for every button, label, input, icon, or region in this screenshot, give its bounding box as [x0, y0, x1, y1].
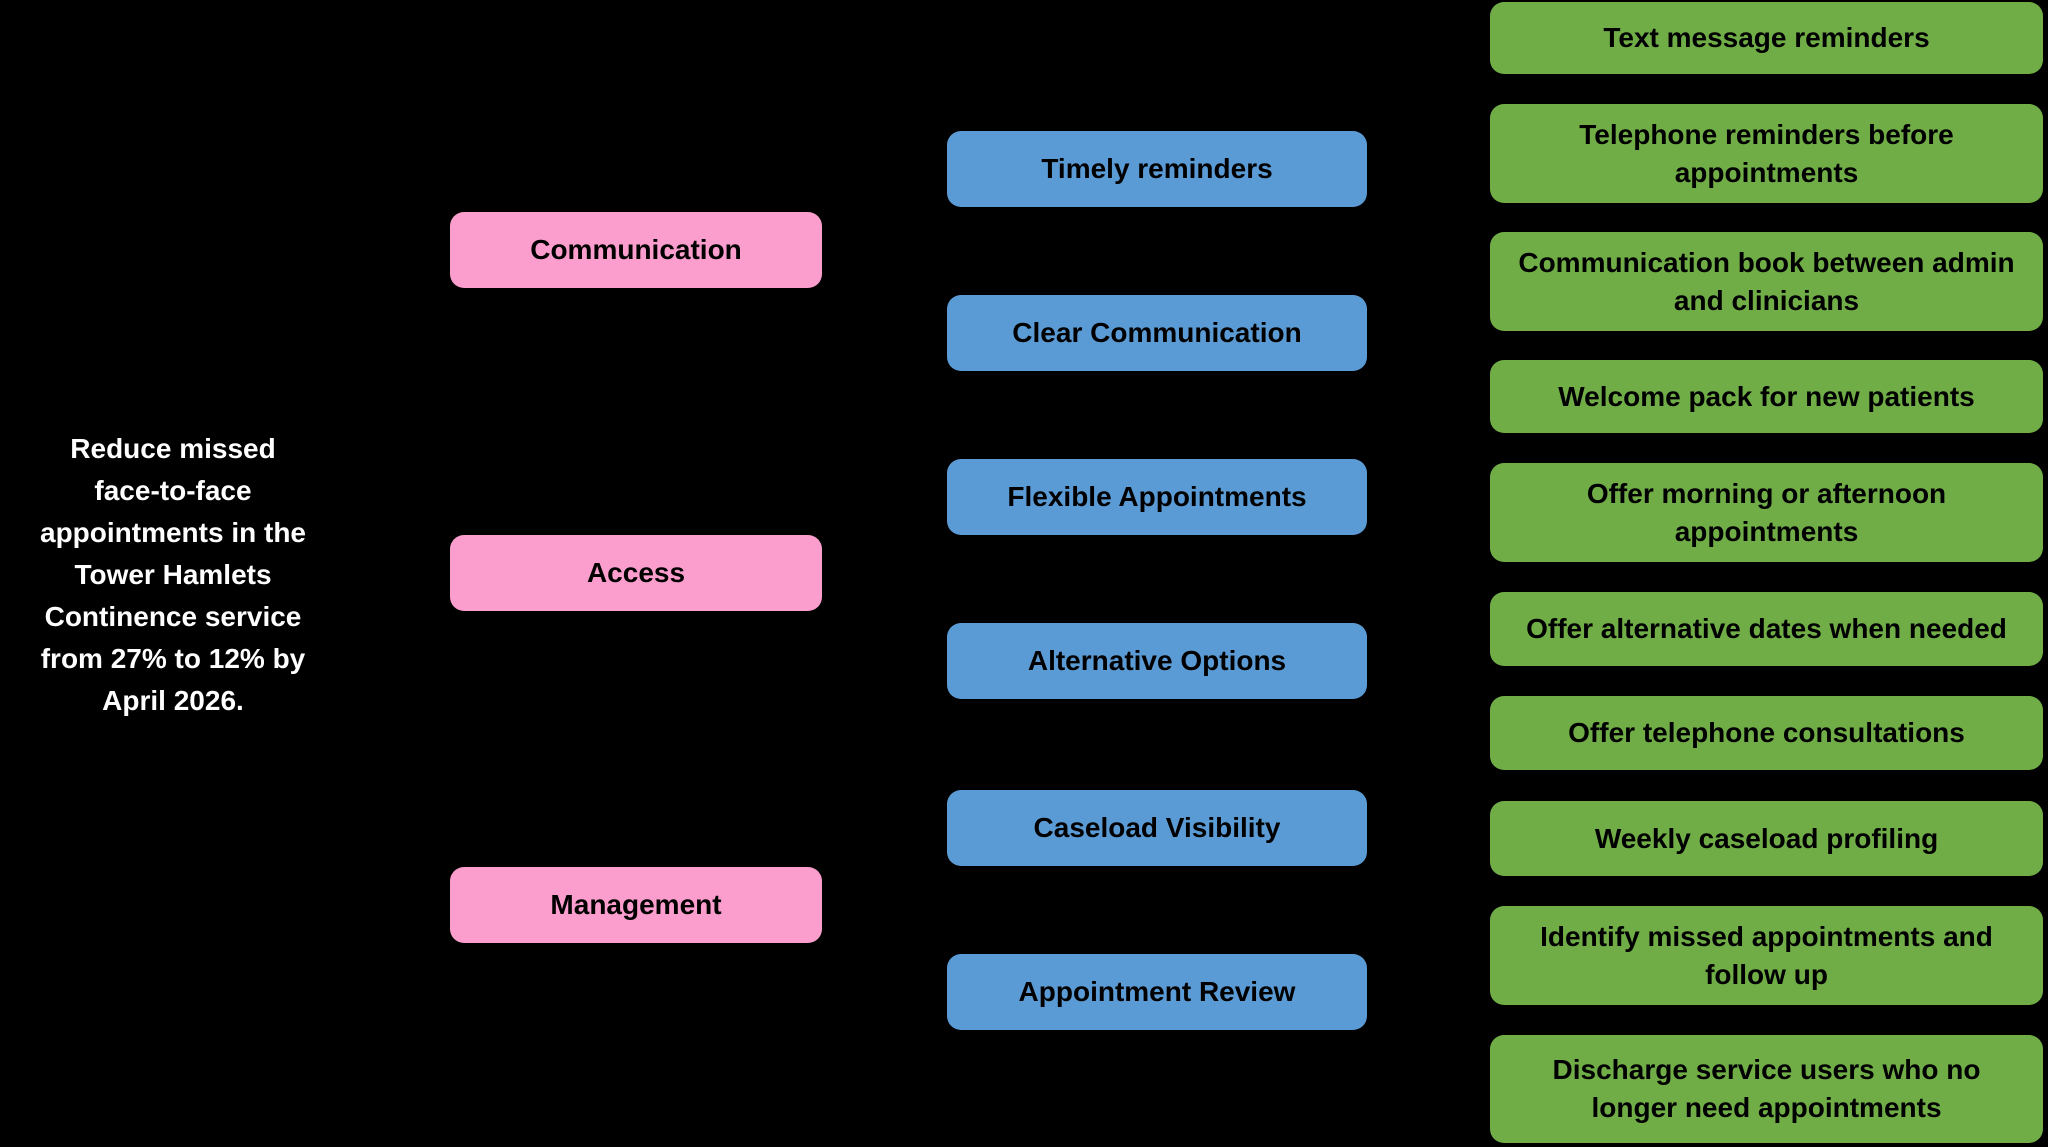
change-idea-communication-book: Communication book between admin and cli…: [1490, 232, 2043, 331]
change-idea-text-message-reminders: Text message reminders: [1490, 2, 2043, 74]
primary-driver-access: Access: [450, 535, 822, 611]
aim-statement: Reduce missed face-to-face appointments …: [40, 433, 306, 716]
change-idea-telephone-reminders: Telephone reminders before appointments: [1490, 104, 2043, 203]
secondary-driver-flexible-appointments: Flexible Appointments: [947, 459, 1367, 535]
secondary-driver-alternative-options: Alternative Options: [947, 623, 1367, 699]
change-idea-discharge-service-users: Discharge service users who no longer ne…: [1490, 1035, 2043, 1143]
change-idea-morning-afternoon-appointments: Offer morning or afternoon appointments: [1490, 463, 2043, 562]
change-idea-identify-missed-appointments: Identify missed appointments and follow …: [1490, 906, 2043, 1005]
secondary-driver-caseload-visibility: Caseload Visibility: [947, 790, 1367, 866]
change-idea-alternative-dates: Offer alternative dates when needed: [1490, 592, 2043, 666]
primary-driver-communication: Communication: [450, 212, 822, 288]
change-idea-telephone-consultations: Offer telephone consultations: [1490, 696, 2043, 770]
change-idea-welcome-pack: Welcome pack for new patients: [1490, 360, 2043, 433]
secondary-driver-timely-reminders: Timely reminders: [947, 131, 1367, 207]
primary-driver-management: Management: [450, 867, 822, 943]
secondary-driver-clear-communication: Clear Communication: [947, 295, 1367, 371]
change-idea-weekly-caseload-profiling: Weekly caseload profiling: [1490, 801, 2043, 876]
secondary-driver-appointment-review: Appointment Review: [947, 954, 1367, 1030]
